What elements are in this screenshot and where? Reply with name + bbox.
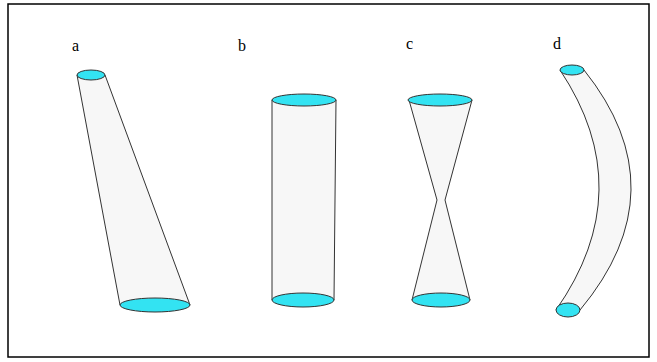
figure-letter: b bbox=[238, 38, 246, 54]
figure-letter: d bbox=[553, 36, 561, 52]
tapered-tube bbox=[77, 70, 190, 312]
figure-letter: a bbox=[72, 38, 79, 54]
curved-tube bbox=[556, 65, 631, 317]
frame-border bbox=[8, 4, 649, 357]
pinched-tube bbox=[408, 94, 472, 307]
figure-letter: c bbox=[406, 36, 413, 52]
straight-tube bbox=[272, 94, 336, 307]
